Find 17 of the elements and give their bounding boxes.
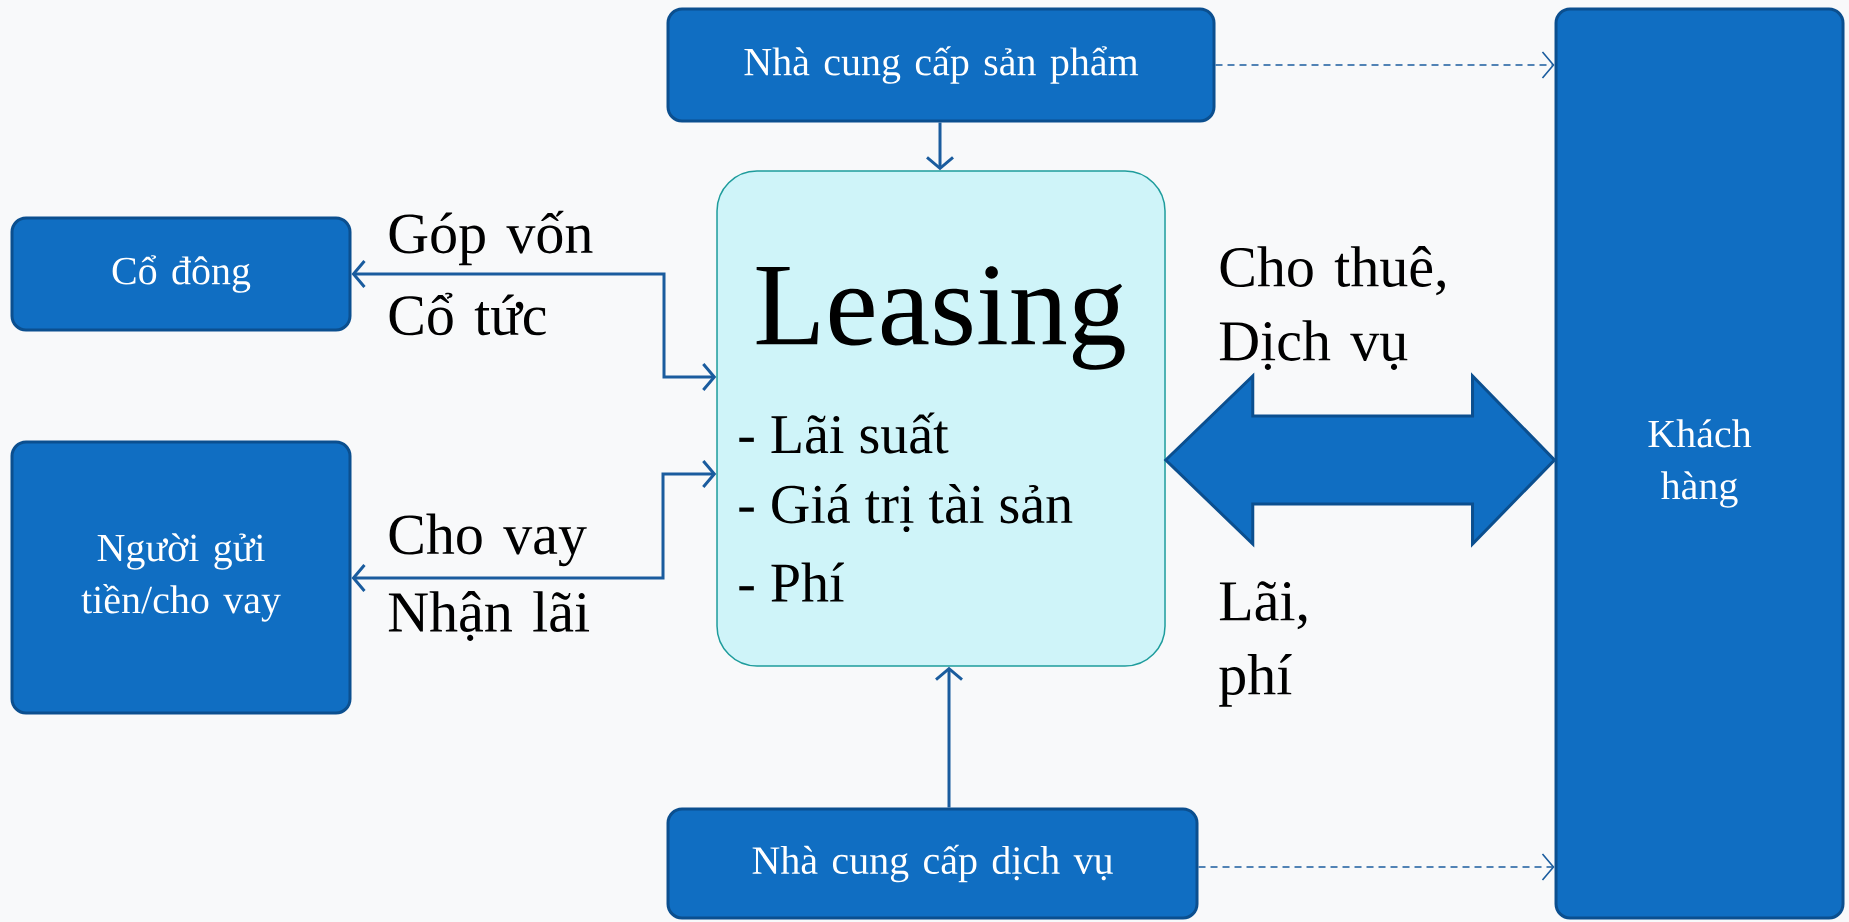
arrow xyxy=(351,260,717,391)
arrow xyxy=(351,460,717,592)
edge-label: Cho vay xyxy=(389,513,587,567)
edge-label: Cho thuê, Dịch vụ xyxy=(1219,246,1445,370)
entity-box: Người gửi tiền/cho vay xyxy=(10,440,352,715)
flow-label: Lãi, phí xyxy=(1219,581,1307,707)
entity-box: Nhà cung cấp dịch vụ xyxy=(666,807,1199,920)
dashed-arrow xyxy=(1214,51,1555,79)
entity-box: Khách hàng xyxy=(1554,7,1845,920)
leasing-box: Leasing - Lãi suất - Giá trị tài sản - Phí xyxy=(716,170,1166,667)
flow-label: Cổ tức xyxy=(389,292,546,336)
entity-box: Cổ đông xyxy=(10,216,352,332)
edge-label: Góp vốn xyxy=(389,210,593,266)
arrow xyxy=(935,666,963,808)
entity-box: Nhà cung cấp sản phẩm xyxy=(666,7,1216,123)
flow-label: Nhận lãi xyxy=(388,591,590,641)
dashed-arrow xyxy=(1197,853,1555,881)
